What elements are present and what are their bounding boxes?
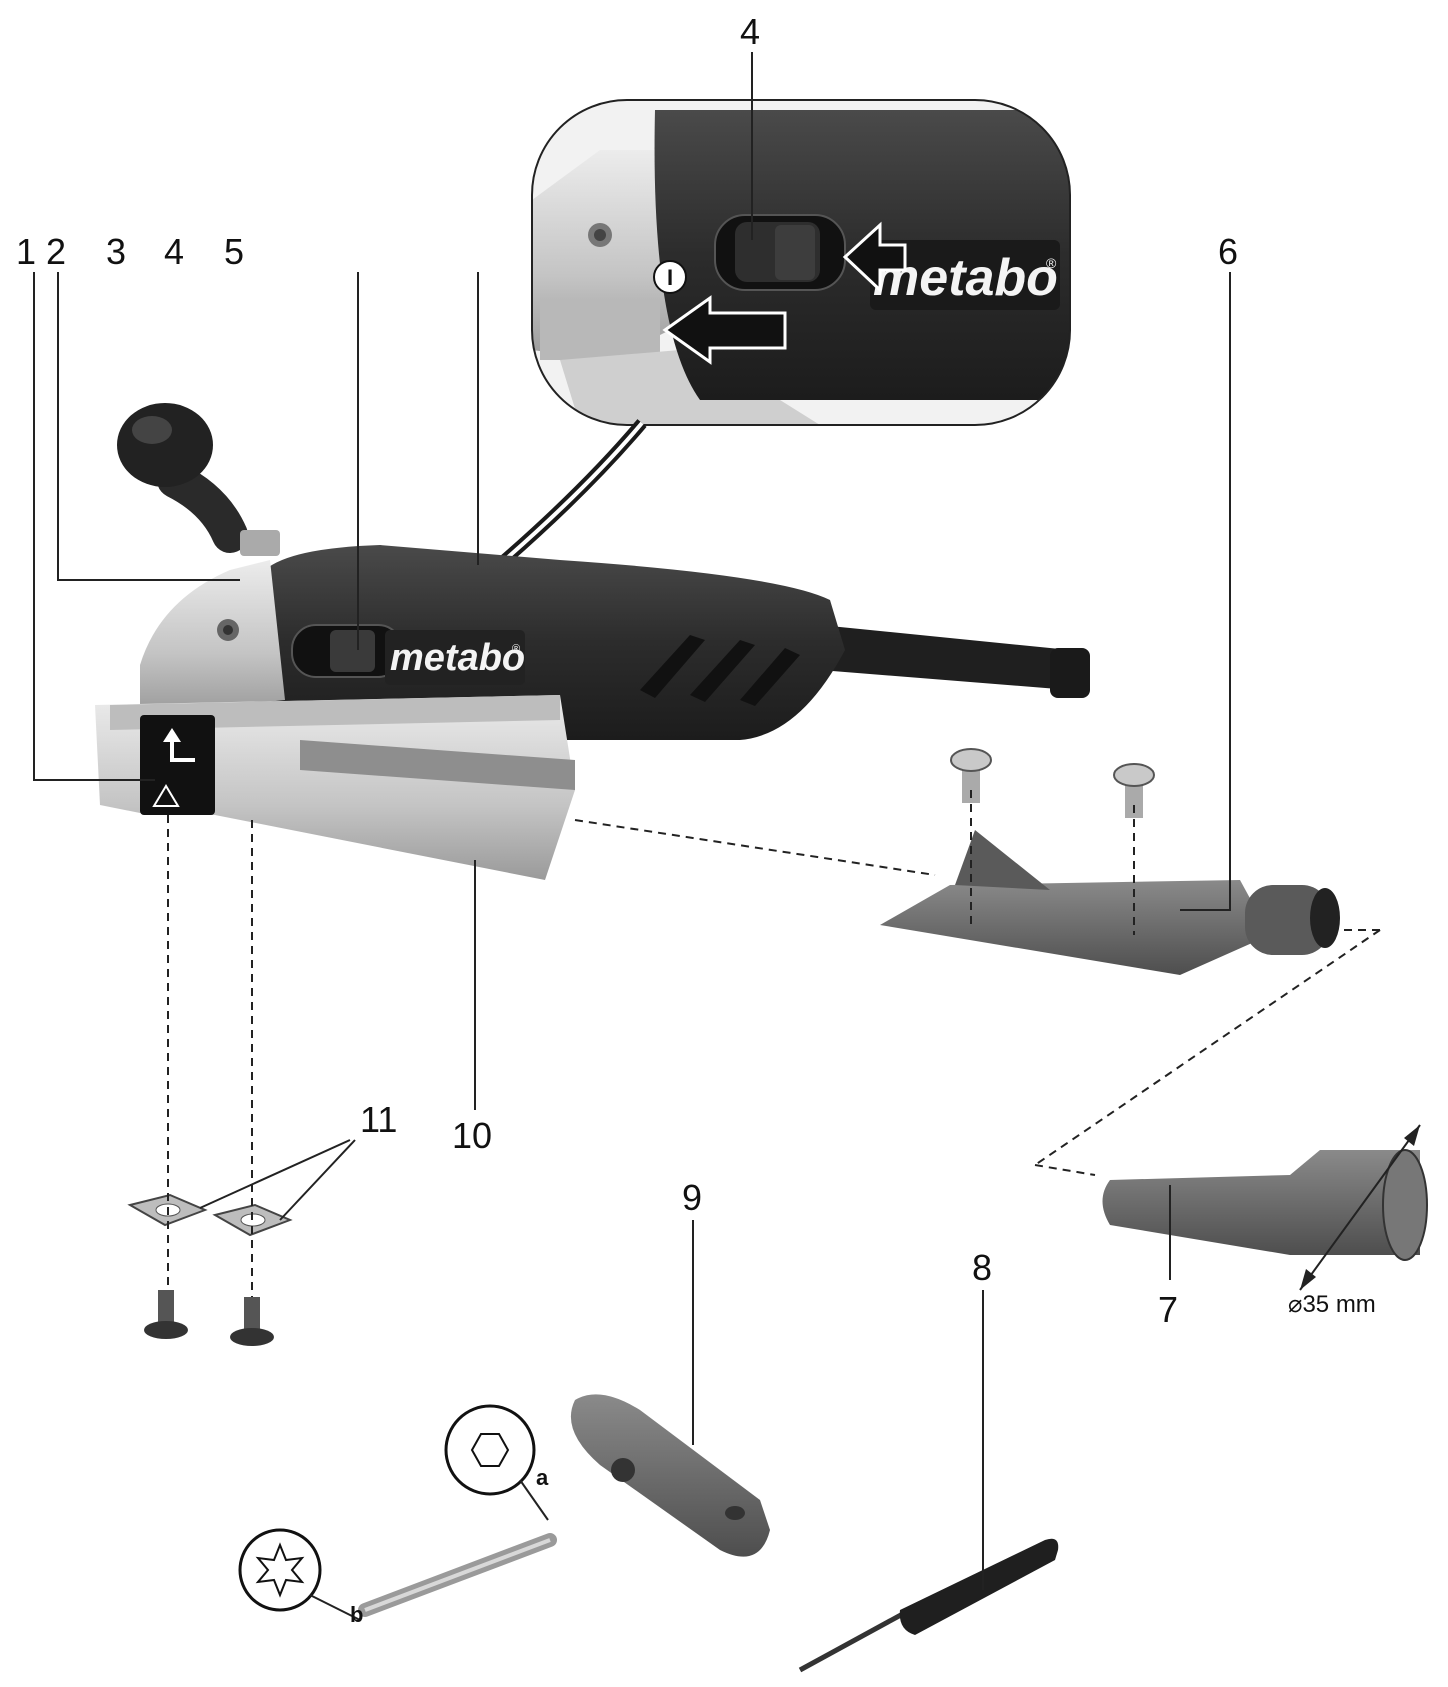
cutter-label (140, 715, 215, 815)
callout-1: 1 (16, 231, 36, 272)
callout-10: 10 (452, 1115, 492, 1156)
push-arrow-icon (842, 221, 907, 294)
slide-arrow-icon (662, 295, 787, 365)
switch-detail-inset: metabo ® I (531, 99, 1071, 426)
callout-6: 6 (1218, 231, 1238, 272)
assembly-lines (167, 790, 1381, 1297)
brand-logo: metabo (390, 637, 525, 679)
chip-deflector (880, 748, 1340, 975)
screwdriver (798, 1538, 1059, 1673)
callout-a: a (536, 1465, 549, 1490)
registered-mark: ® (512, 643, 520, 655)
callout-3: 3 (106, 231, 126, 272)
bit-tool (238, 1404, 557, 1621)
arrow-up-turn-icon (170, 738, 195, 762)
handle-knob (117, 403, 213, 487)
extraction-adapter (1102, 1149, 1428, 1261)
callout-4-detail: 4 (740, 11, 760, 52)
hex-socket-icon (470, 1433, 510, 1467)
switch-on-marker-icon (653, 260, 687, 294)
callout-7: 7 (1158, 1289, 1178, 1330)
triangle-warning-icon (152, 784, 180, 807)
callout-5: 5 (224, 231, 244, 272)
callout-4: 4 (164, 231, 184, 272)
leader-lines (33, 52, 1231, 1590)
diameter-label: ⌀35 mm (1288, 1291, 1376, 1318)
auxiliary-handle[interactable] (157, 462, 248, 553)
callout-b: b (350, 1602, 363, 1627)
diameter-dimension: ⌀35 mm (1288, 1124, 1421, 1318)
callout-8: 8 (972, 1247, 992, 1288)
torx-star-icon (255, 1542, 305, 1598)
cutter-inserts (127, 1193, 293, 1346)
hex-key-handle (570, 1394, 770, 1557)
callout-11: 11 (360, 1099, 397, 1140)
callout-numbers: 1 2 3 4 5 4 6 7 8 9 10 11 a b (16, 11, 1238, 1627)
main-tool: metabo ® (95, 403, 1090, 880)
callout-9: 9 (682, 1177, 702, 1218)
registered-mark-detail: ® (1046, 255, 1057, 271)
switch-on-marker: I (667, 265, 673, 290)
callout-2: 2 (46, 231, 66, 272)
